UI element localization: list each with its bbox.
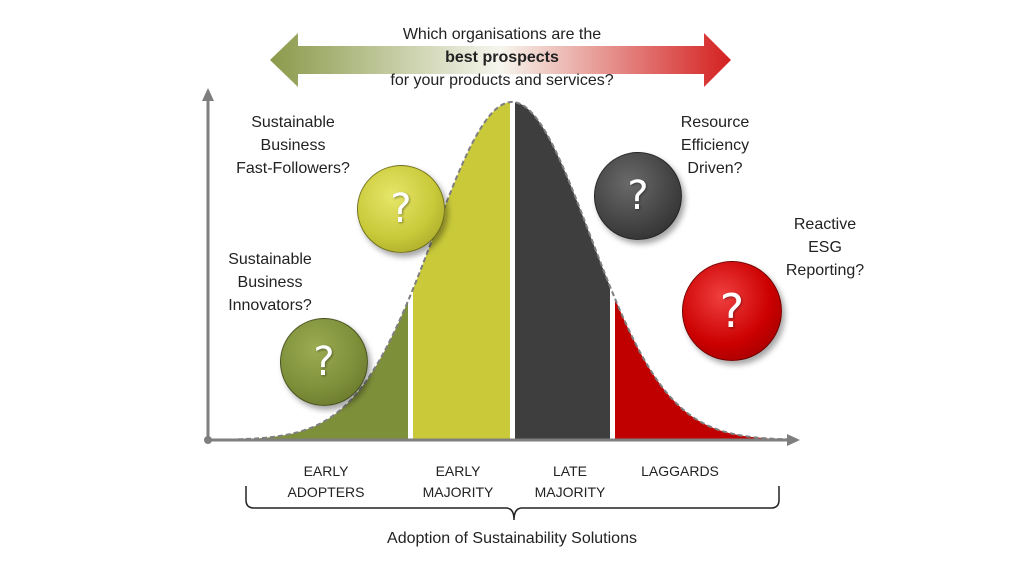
segment-label-early-adopters: EARLY ADOPTERS xyxy=(266,461,386,503)
callout-reactive-line-3: Reporting? xyxy=(785,262,865,279)
callout-resource-line-2: Efficiency xyxy=(680,137,750,154)
question-mark-icon: ? xyxy=(313,339,335,385)
segment-label-early-majority: EARLY MAJORITY xyxy=(398,461,518,503)
segment-label-laggards: LAGGARDS xyxy=(620,461,740,482)
header-line-3: for your products and services? xyxy=(390,72,614,89)
callout-resource-line-3: Driven? xyxy=(687,160,743,177)
question-mark-icon: ? xyxy=(390,186,412,232)
question-mark-icon: ? xyxy=(719,284,745,338)
segment-fill-early-adopters xyxy=(238,301,408,440)
callout-innovators-line-1: Sustainable xyxy=(228,251,312,268)
callout-reactive-line-2: ESG xyxy=(808,239,842,256)
segment-label-line-1: EARLY xyxy=(303,463,349,479)
question-circle-reactive: ? xyxy=(682,261,782,361)
question-mark-icon: ? xyxy=(627,173,649,219)
callout-reactive-line-1: Reactive xyxy=(793,216,857,233)
segment-fill-laggards xyxy=(615,298,790,440)
callout-fast-followers-line-1: Sustainable xyxy=(251,114,335,131)
x-axis-label: Adoption of Sustainability Solutions xyxy=(387,530,637,547)
segment-label-late-majority: LATE MAJORITY xyxy=(510,461,630,503)
header-line-1: Which organisations are the xyxy=(402,26,602,43)
prospect-double-arrow xyxy=(270,33,731,87)
header-line-2: best prospects xyxy=(445,49,559,66)
x-axis-arrowhead xyxy=(787,434,800,446)
callout-innovators-line-2: Business xyxy=(237,274,303,291)
callout-fast-followers-line-2: Business xyxy=(260,137,326,154)
segment-label-line-1: LATE xyxy=(553,463,587,479)
callout-fast-followers-line-3: Fast-Followers? xyxy=(236,160,350,177)
callout-resource-line-1: Resource xyxy=(680,114,750,131)
axis-origin xyxy=(204,436,212,444)
segment-fill-late-majority xyxy=(515,102,610,440)
x-axis-brace xyxy=(245,486,780,521)
segment-label-line-2: ADOPTERS xyxy=(287,484,365,500)
question-circle-resource: ? xyxy=(594,152,682,240)
question-circle-innovators: ? xyxy=(280,318,368,406)
question-circle-fast-followers: ? xyxy=(357,165,445,253)
callout-innovators-line-3: Innovators? xyxy=(228,297,312,314)
segment-label-line-2: MAJORITY xyxy=(534,484,606,500)
segment-fill-early-majority xyxy=(413,102,510,440)
segment-label-line-1: EARLY xyxy=(435,463,481,479)
y-axis-arrowhead xyxy=(202,88,214,101)
segment-label-line-1: LAGGARDS xyxy=(641,463,719,479)
segment-label-line-2: MAJORITY xyxy=(422,484,494,500)
